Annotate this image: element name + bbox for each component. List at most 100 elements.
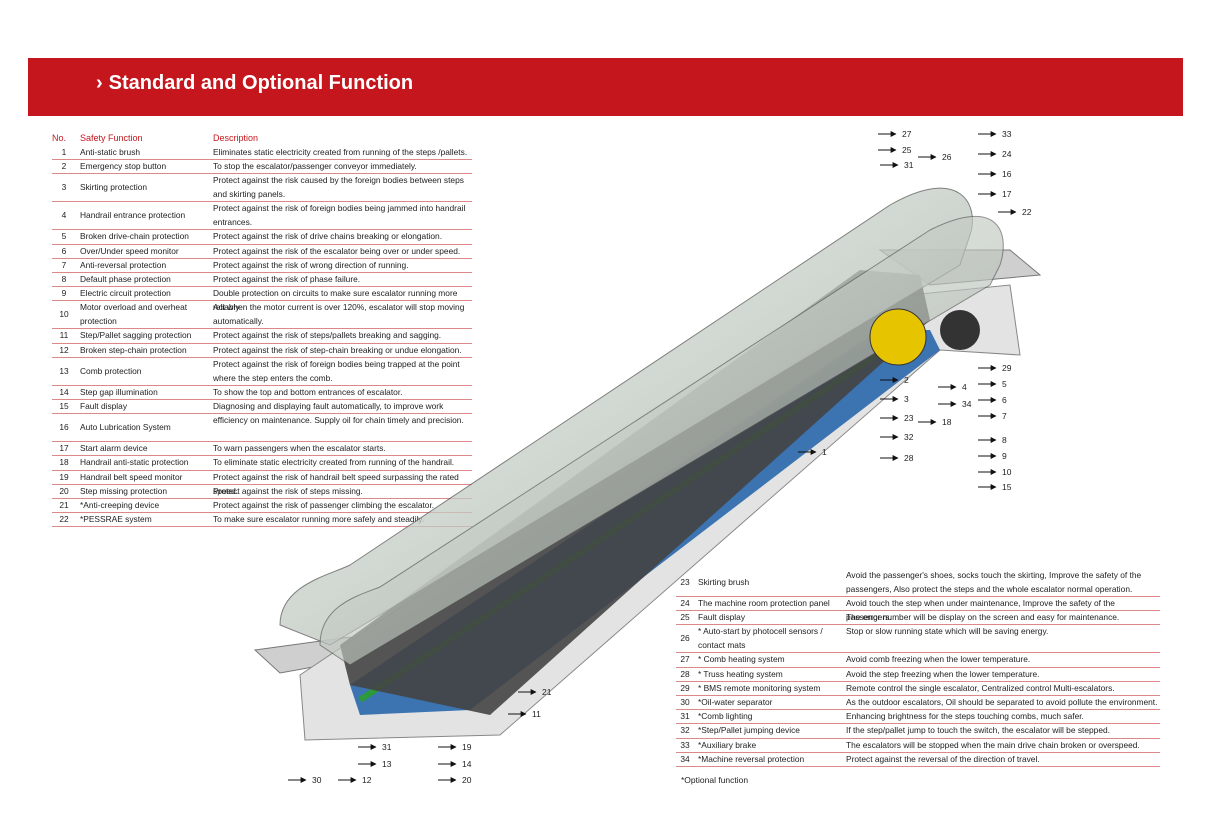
row-description: Protect against the risk of steps missin…: [213, 485, 363, 496]
row-description: Protect against the risk of drive chains…: [213, 231, 443, 242]
row-function: Step/Pallet sagging protection: [80, 330, 192, 341]
row-function: Over/Under speed monitor: [80, 245, 179, 256]
col-header-description: Description: [213, 133, 259, 143]
row-number: 23: [680, 577, 690, 587]
row-description: Avoid comb freezing when the lower tempe…: [846, 654, 1031, 665]
row-description: Protect against the risk of handrail bel…: [213, 471, 459, 496]
row-function: Motor overload and overheat protection: [80, 302, 188, 327]
row-description: To stop the escalator/passenger conveyor…: [213, 161, 417, 172]
callout-label: 8: [1002, 435, 1007, 445]
row-function: Handrail entrance protection: [80, 210, 186, 221]
row-function: * Auto-start by photocell sensors / cont…: [698, 626, 823, 651]
row-description: Protect against the risk of phase failur…: [213, 274, 361, 284]
callout-label: 12: [362, 775, 372, 785]
row-description: Protect against the risk caused by the f…: [213, 175, 464, 200]
row-description: Protect against the risk of wrong direct…: [213, 259, 409, 270]
row-function: *Anti-creeping device: [80, 500, 160, 510]
optional-row: 27 * Comb heating system Avoid comb freezi…: [676, 652, 1160, 668]
row-number: 5: [61, 231, 67, 242]
callout-label: 20: [462, 775, 472, 785]
callout-label: 33: [1002, 129, 1012, 139]
row-number: 2: [61, 161, 67, 172]
row-description: Avoid the step freezing when the lower t…: [846, 668, 1040, 679]
optional-row: 24 The machine room protection panel Avoid…: [676, 596, 1160, 622]
row-function: The machine room protection panel: [698, 598, 830, 608]
balustrade-glass-rear: [319, 216, 1004, 666]
row-number: 4: [61, 210, 67, 221]
callout-label: 29: [1002, 363, 1012, 373]
row-number: 10: [59, 309, 69, 320]
row-number: 31: [680, 711, 690, 722]
row-function: Anti-static brush: [80, 147, 141, 157]
row-number: 24: [680, 598, 690, 608]
callout-label: 4: [962, 382, 967, 392]
row-function: Electric circuit protection: [80, 288, 171, 299]
callout-label: 24: [1002, 149, 1012, 159]
row-description: If the step/pallet jump to touch the swi…: [846, 725, 1110, 736]
row-function: * Comb heating system: [698, 654, 785, 665]
safety-row: 2 Emergency stop button To stop the escala…: [52, 159, 472, 175]
row-description: Stop or slow running state which will be…: [846, 626, 1049, 637]
callout-label: 15: [1002, 482, 1012, 492]
row-number: 33: [680, 739, 690, 750]
row-description: Protect against the risk of steps/pallet…: [213, 330, 442, 341]
callout-label: 2: [904, 375, 909, 385]
row-description: Protect against the risk of passenger cl…: [213, 500, 435, 510]
row-function: Emergency stop button: [80, 161, 167, 172]
row-number: 29: [680, 682, 690, 693]
row-number: 15: [59, 401, 69, 411]
callout-label: 3: [904, 394, 909, 404]
callout-label: 18: [942, 417, 952, 427]
row-function: Broken step-chain protection: [80, 344, 187, 355]
row-description: Protect against the risk of foreign bodi…: [213, 358, 460, 383]
title-banner: [28, 58, 1183, 116]
row-function: *Oil-water separator: [698, 697, 773, 707]
row-function: Step missing protection: [80, 485, 168, 496]
row-function: Default phase protection: [80, 274, 171, 284]
row-number: 12: [59, 344, 69, 355]
callout-label: 21: [542, 687, 552, 697]
row-description: To show the top and bottom entrances of …: [213, 386, 403, 397]
row-function: Fault display: [80, 401, 128, 411]
callout-label: 19: [462, 742, 472, 752]
row-description: To make sure escalator running more safe…: [213, 514, 425, 525]
row-function: Start alarm device: [80, 443, 148, 454]
row-description: efficiency on maintenance. Supply oil fo…: [213, 415, 464, 426]
row-number: 11: [59, 330, 69, 341]
row-description: Act when the motor current is over 120%,…: [213, 302, 465, 327]
row-description: Avoid touch the step when under maintena…: [846, 598, 1115, 622]
row-number: 20: [59, 485, 69, 496]
callout-label: 5: [1002, 379, 1007, 389]
row-description: Double protection on circuits to make su…: [213, 288, 458, 313]
row-description: Protect against the reversal of the dire…: [846, 753, 1040, 764]
row-number: 27: [680, 654, 690, 665]
row-description: Avoid the passenger's shoes, socks touch…: [846, 570, 1142, 594]
row-function: *Machine reversal protection: [698, 753, 805, 764]
callout-label: 10: [1002, 467, 1012, 477]
callout-label: 31: [904, 160, 914, 170]
row-function: *PESSRAE system: [80, 514, 152, 525]
row-function: Handrail belt speed monitor: [80, 471, 183, 482]
row-number: 14: [59, 386, 69, 397]
optional-note: *Optional function: [681, 775, 749, 785]
callout-label: 26: [942, 152, 952, 162]
row-number: 17: [59, 443, 69, 454]
row-description: To eliminate static electricity created …: [213, 457, 455, 468]
callout-label: 14: [462, 759, 472, 769]
row-number: 25: [680, 612, 690, 623]
